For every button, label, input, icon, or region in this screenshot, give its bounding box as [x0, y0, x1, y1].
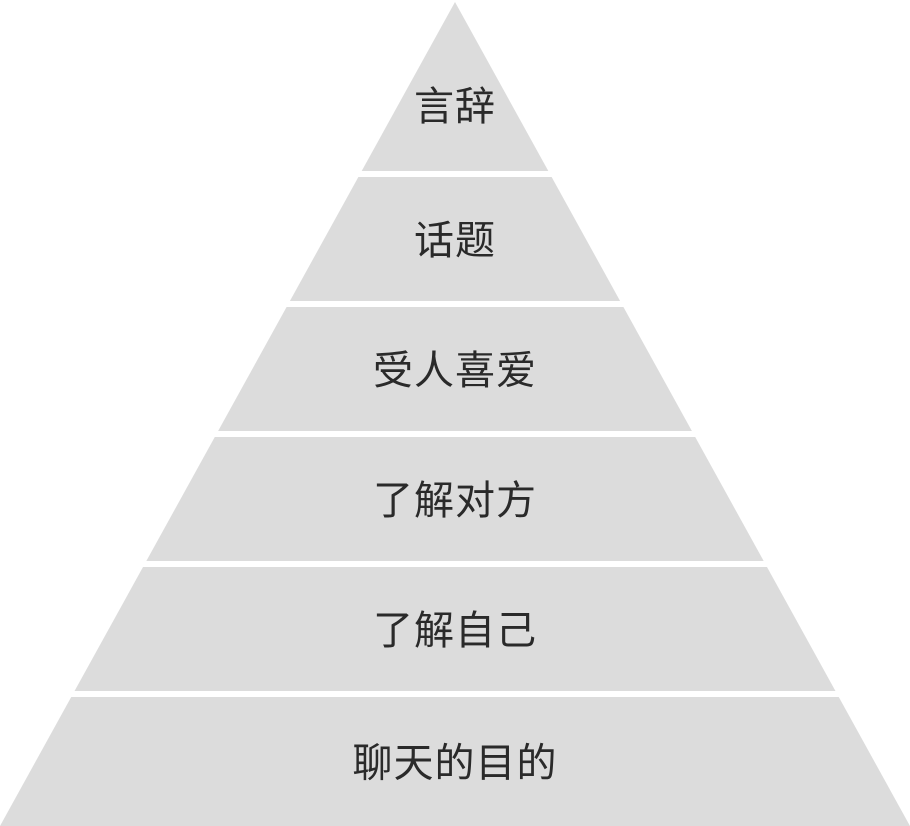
tier-label-5: 了解自己 — [373, 608, 537, 654]
pyramid-tier-4 — [146, 437, 764, 561]
pyramid-tier-1 — [361, 2, 549, 171]
pyramid-labels: 言辞 话题 受人喜爱 了解对方 了解自己 聊天的目的 — [353, 84, 558, 787]
tier-label-4: 了解对方 — [373, 478, 537, 524]
tier-label-6: 聊天的目的 — [353, 741, 558, 787]
tier-label-2: 话题 — [414, 218, 496, 264]
pyramid-tier-2 — [289, 177, 621, 301]
tier-label-1: 言辞 — [414, 84, 496, 130]
tier-label-3: 受人喜爱 — [373, 348, 537, 394]
pyramid-tier-6 — [0, 697, 910, 826]
pyramid-tier-5 — [74, 567, 836, 691]
pyramid-tier-3 — [218, 307, 692, 431]
